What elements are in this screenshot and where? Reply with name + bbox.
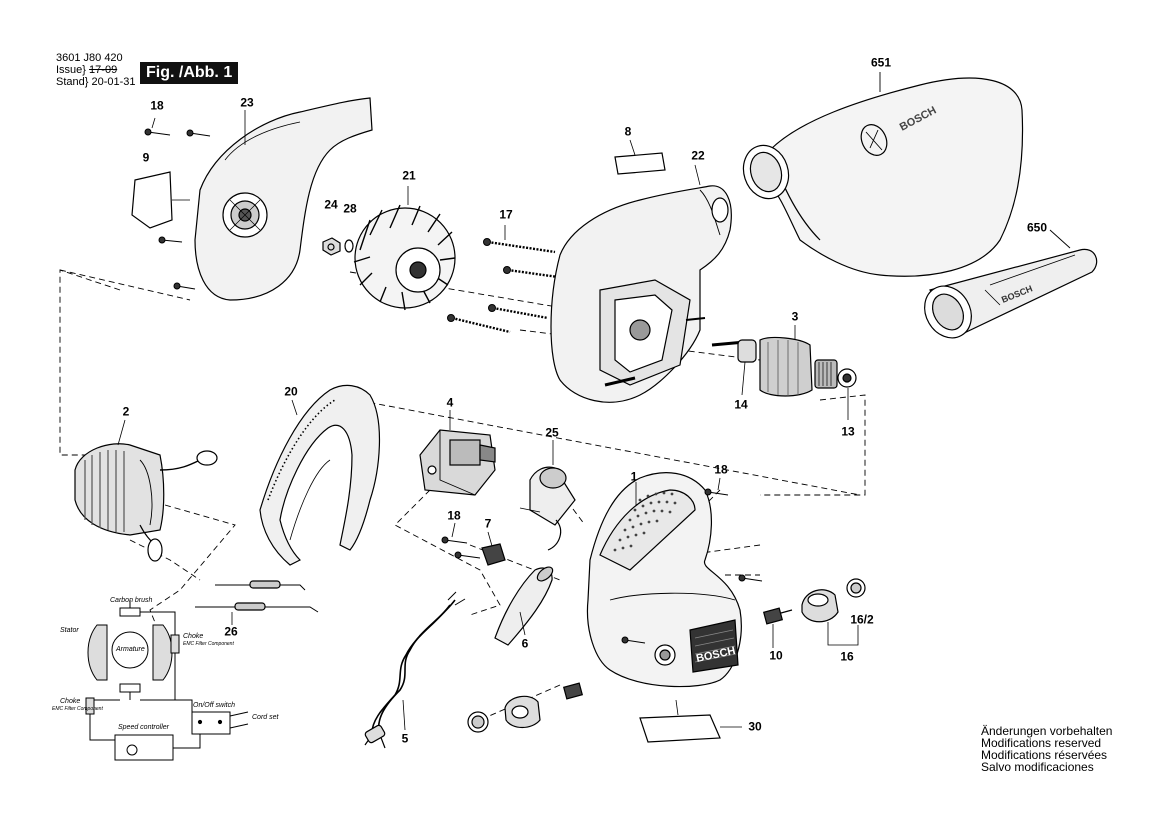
- part-30-label: [639, 699, 742, 743]
- callout-8: 8: [624, 124, 632, 139]
- callout-18-right: 18: [714, 462, 728, 477]
- callout-9: 9: [142, 150, 150, 165]
- callout-25: 25: [545, 425, 559, 440]
- stand-row: Stand} 20-01-31: [56, 76, 136, 88]
- schematic-choke-right-label: Choke: [183, 633, 204, 640]
- part-1-main-housing: [586, 472, 742, 688]
- callout-18-center: 18: [447, 508, 461, 523]
- part-18-screws-center: [441, 522, 481, 559]
- callout-16-2: 16/2: [850, 612, 874, 627]
- schematic-choke-left-label: Choke: [60, 698, 81, 705]
- callout-22: 22: [691, 148, 705, 163]
- callout-650: 650: [1026, 220, 1048, 235]
- part-651-collection-bag: [742, 72, 1024, 277]
- callout-4: 4: [446, 395, 454, 410]
- callout-17: 17: [499, 207, 513, 222]
- part-16-2-cap: [846, 578, 866, 598]
- part-26-chokes: [195, 580, 319, 625]
- callout-24: 24: [324, 197, 338, 212]
- schematic-cord-set-label: Cord set: [252, 714, 279, 721]
- callout-14: 14: [734, 397, 748, 412]
- part-3-armature: [711, 325, 857, 397]
- callout-7: 7: [484, 516, 492, 531]
- callout-30: 30: [748, 719, 762, 734]
- part-10-carbon-brush: [762, 607, 793, 648]
- note-es: Salvo modificaciones: [981, 760, 1094, 774]
- issue-row: Issue} 17-09: [56, 64, 118, 76]
- figure-label: Fig. /Abb. 1: [140, 62, 239, 84]
- brush-holder-parts-bottom: [467, 682, 584, 733]
- leader-14: [741, 361, 746, 396]
- schematic-choke-right-sub: EMC Filter Component: [183, 641, 234, 647]
- callout-5: 5: [401, 731, 409, 746]
- callout-651: 651: [870, 55, 892, 70]
- callout-2: 2: [122, 404, 130, 419]
- callout-1: 1: [630, 469, 638, 484]
- part-18-screws-left: [144, 117, 211, 290]
- part-25-speed-controller: [519, 440, 576, 551]
- callout-10: 10: [769, 648, 783, 663]
- schematic-armature-label: Armature: [116, 646, 145, 653]
- callout-16: 16: [840, 649, 854, 664]
- stand-label: Stand: [56, 76, 85, 88]
- callout-28: 28: [343, 201, 357, 216]
- callout-21: 21: [402, 168, 416, 183]
- part-16-brush-holder: [801, 589, 859, 646]
- vent-dots: [613, 491, 677, 552]
- part-9-label: [131, 171, 190, 229]
- callout-23: 23: [240, 95, 254, 110]
- part-4-switch: [419, 410, 496, 496]
- part-7-clamp: [481, 531, 506, 566]
- wiring-schematic: [85, 600, 249, 761]
- part-17-screws: [447, 225, 566, 334]
- callout-18-top: 18: [150, 98, 164, 113]
- note-en: Modifications reserved: [981, 736, 1102, 750]
- issue-label: Issue: [56, 64, 83, 76]
- part-5-power-cord: [364, 591, 466, 749]
- part-2-field-stator: [74, 419, 218, 562]
- modification-notes: Änderungen vorbehalten Modifications res…: [981, 725, 1112, 773]
- callout-3: 3: [791, 309, 799, 324]
- part-20-handle-shell: [259, 384, 381, 566]
- schematic-speed-controller-label: Speed controller: [118, 724, 169, 731]
- note-de: Änderungen vorbehalten: [981, 724, 1113, 738]
- part-21-fan-impeller: [353, 186, 456, 311]
- issue-value: 17-09: [89, 64, 118, 76]
- part-18-screws-right: [621, 477, 763, 644]
- schematic-carbon-brush-label: Carbon brush: [110, 597, 153, 604]
- callout-13: 13: [841, 424, 855, 439]
- part-650-nozzle-tube: [924, 229, 1098, 339]
- part-28-washer: [344, 239, 354, 253]
- stand-value: 20-01-31: [91, 76, 136, 88]
- assembly-dash-lines: [59, 269, 866, 721]
- part-8-label: [614, 139, 666, 175]
- schematic-choke-left-sub: EMC Filter Component: [52, 706, 103, 712]
- part-24-nut: [322, 237, 341, 256]
- part-23-fan-housing: [194, 97, 373, 301]
- callout-6: 6: [521, 636, 529, 651]
- callout-26: 26: [224, 624, 238, 639]
- part-number: 3601 J80 420: [56, 52, 123, 64]
- note-fr: Modifications réservées: [981, 748, 1108, 762]
- part-6-cord-protector: [494, 566, 554, 646]
- callout-20: 20: [284, 384, 298, 399]
- schematic-stator-label: Stator: [60, 627, 79, 634]
- schematic-onoff-switch-label: On/Off switch: [193, 702, 236, 709]
- part-22-motor-housing: [550, 164, 732, 403]
